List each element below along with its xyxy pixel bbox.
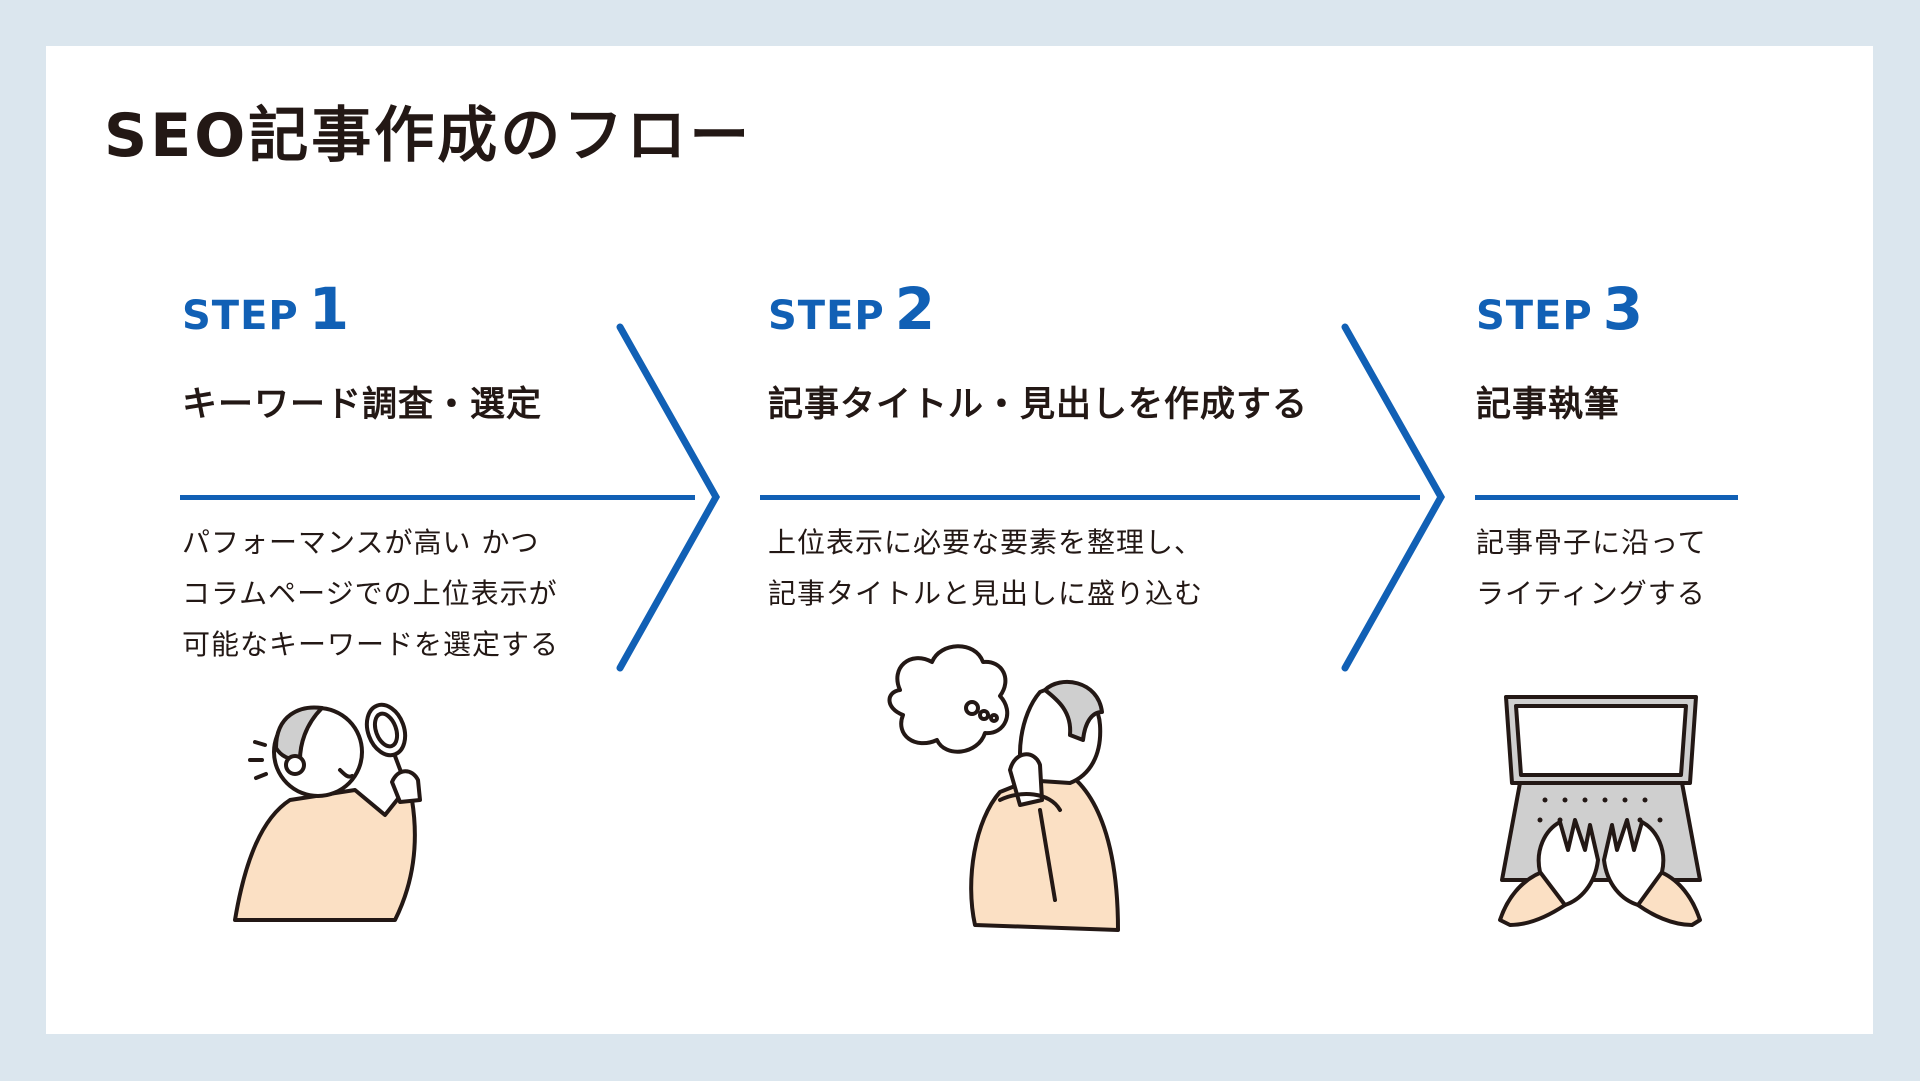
step-1-heading: キーワード調査・選定 xyxy=(182,385,543,425)
step-number: 2 xyxy=(894,275,936,343)
description-line: パフォーマンスが高い かつ xyxy=(182,526,540,559)
step-3-heading: 記事執筆 xyxy=(1476,385,1621,425)
step-number: 1 xyxy=(308,275,350,343)
step-word: STEP xyxy=(768,293,885,339)
man-thinking-icon xyxy=(887,644,1120,932)
man-with-magnifier-icon xyxy=(233,702,422,922)
step-2-heading: 記事タイトル・見出しを作成する xyxy=(768,385,1309,425)
description-line: ライティングする xyxy=(1476,577,1706,610)
description-line: 可能なキーワードを選定する xyxy=(182,628,560,661)
chevron-right-icon xyxy=(616,323,721,672)
step-3-label: STEP 3 xyxy=(1476,280,1643,350)
step-2: STEP 2 記事タイトル・見出しを作成する 上位表示に必要な要素を整理し、 記… xyxy=(768,280,1307,610)
step-3-description: 記事骨子に沿って ライティングする xyxy=(1476,517,1707,619)
step-1-divider xyxy=(180,495,695,500)
chevron-right-icon xyxy=(1341,323,1446,672)
step-word: STEP xyxy=(1476,293,1593,339)
page-title: SEO記事作成のフロー xyxy=(104,101,753,171)
step-2-divider xyxy=(760,495,1420,500)
step-1: STEP 1 キーワード調査・選定 パフォーマンスが高い かつ コラムページでの… xyxy=(182,280,558,661)
description-line: 上位表示に必要な要素を整理し、 xyxy=(768,526,1204,559)
description-line: 記事タイトルと見出しに盛り込む xyxy=(768,577,1204,610)
description-line: 記事骨子に沿って xyxy=(1476,526,1707,559)
step-number: 3 xyxy=(1602,275,1644,343)
hands-typing-laptop-icon xyxy=(1498,695,1702,927)
description-line: コラムページでの上位表示が xyxy=(182,577,558,610)
step-3-divider xyxy=(1475,495,1738,500)
step-3: STEP 3 記事執筆 記事骨子に沿って ライティングする xyxy=(1476,280,1706,610)
step-1-description: パフォーマンスが高い かつ コラムページでの上位表示が 可能なキーワードを選定す… xyxy=(182,517,559,670)
step-1-label: STEP 1 xyxy=(182,280,349,350)
step-2-description: 上位表示に必要な要素を整理し、 記事タイトルと見出しに盛り込む xyxy=(768,517,1203,619)
step-2-label: STEP 2 xyxy=(768,280,935,350)
step-word: STEP xyxy=(182,293,299,339)
